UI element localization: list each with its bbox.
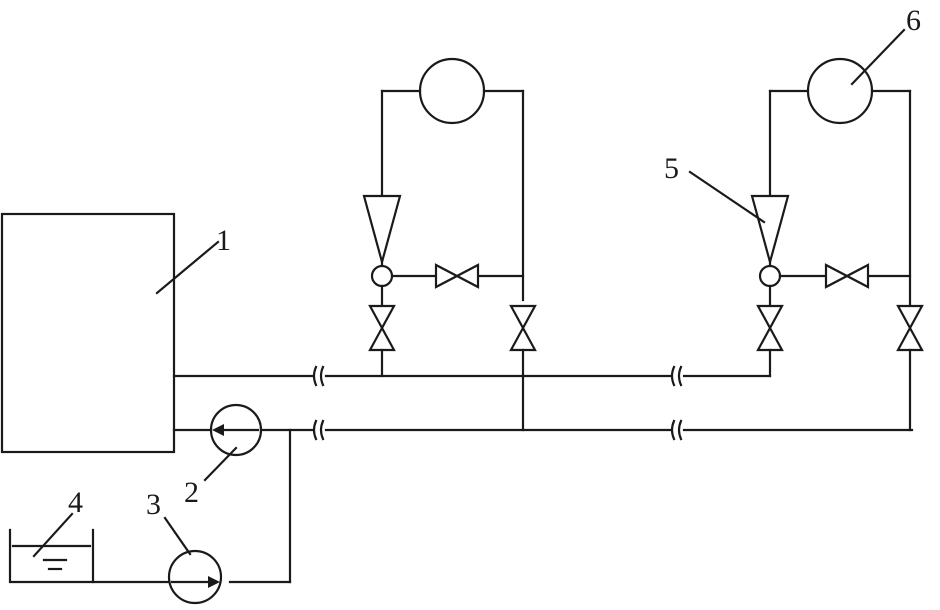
- circulation-pump: [209, 403, 263, 457]
- makeup-tank: [8, 528, 95, 584]
- heat-exchanger-label: 6: [906, 4, 921, 37]
- return-main-break-mark: [312, 419, 683, 441]
- right-ejector-mixing-chamber: [758, 264, 782, 288]
- left-return-valve-icon: [509, 304, 537, 352]
- left-ejector: [362, 194, 402, 267]
- ejector-label: 5: [664, 152, 679, 185]
- circulation-pump-label: 2: [184, 476, 199, 509]
- boiler-leader-line: [155, 240, 220, 295]
- boiler-block: [0, 212, 176, 454]
- right-heat-exchanger: [806, 57, 874, 125]
- makeup-pump-label: 3: [146, 488, 161, 521]
- left-bypass-valve-icon: [434, 263, 480, 289]
- makeup-tank-label: 4: [68, 486, 83, 519]
- heat-exchanger-leader-line: [850, 28, 906, 86]
- right-supply-valve-icon: [756, 304, 784, 352]
- makeup-pump: [167, 549, 223, 605]
- right-branch: [750, 57, 924, 432]
- left-supply-valve-icon: [368, 304, 396, 352]
- makeup-pump-leader-line: [163, 516, 192, 556]
- makeup-line: [91, 428, 292, 584]
- right-return-valve-icon: [896, 304, 924, 352]
- supply-main-break-mark: [312, 365, 683, 387]
- right-ejector: [750, 194, 790, 267]
- right-bypass-valve-icon: [824, 263, 870, 289]
- boiler-label: 1: [216, 224, 231, 257]
- left-heat-exchanger: [418, 57, 486, 125]
- pump-arrow-icon: [212, 424, 224, 436]
- pump-arrow-icon: [208, 576, 220, 588]
- left-branch: [362, 57, 537, 432]
- left-ejector-mixing-chamber: [370, 264, 394, 288]
- circulation-pump-leader-line: [203, 446, 238, 482]
- makeup-tank-leader-line: [32, 512, 74, 558]
- ejector-leader-line: [688, 170, 766, 224]
